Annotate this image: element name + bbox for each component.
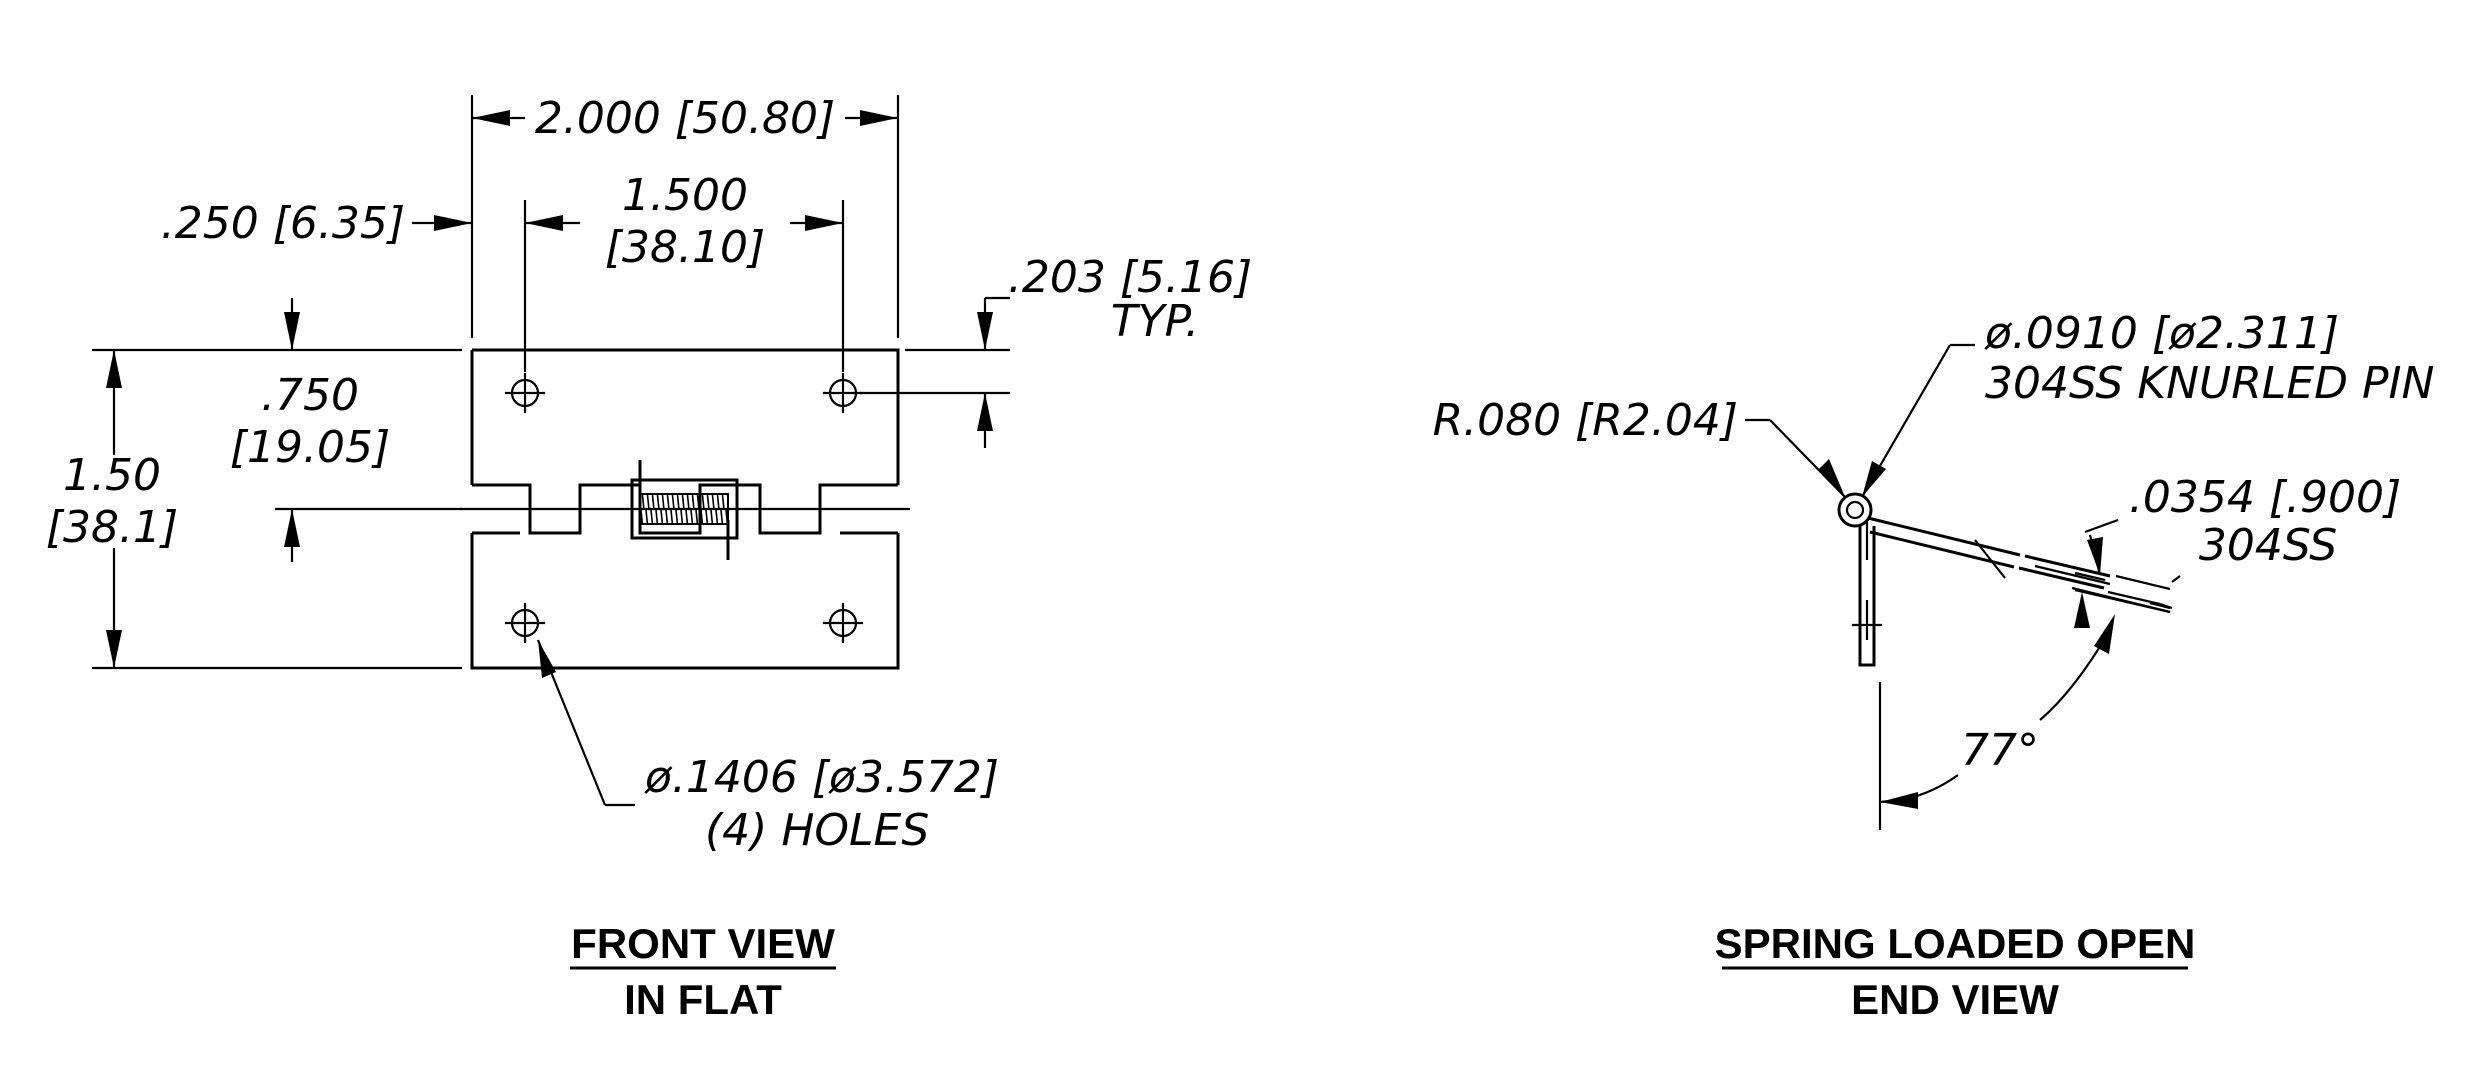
spring <box>630 460 739 560</box>
dimension-overall-width: 2.000 [50.80] <box>470 93 900 338</box>
dim-leaf-line2: [19.05] <box>230 422 390 473</box>
dim-hole-spacing-line1: 1.500 <box>622 170 748 221</box>
mounting-holes <box>505 373 863 643</box>
dimension-angle: 77° <box>1879 614 2115 809</box>
angled-leaf <box>1867 516 2181 610</box>
hole-bottom-right <box>823 603 863 643</box>
pin-label-line2: 304SS KNURLED PIN <box>1985 358 2434 409</box>
dim-edge-line1: .203 [5.16] <box>1008 252 1252 303</box>
end-view-title-line1: SPRING LOADED OPEN <box>1715 920 2196 967</box>
angle-reference-line <box>2074 588 2171 614</box>
front-view-title-line1: FRONT VIEW <box>571 920 835 967</box>
front-view-title-line2: IN FLAT <box>624 976 782 1023</box>
dim-edge-line2: TYP. <box>1111 296 1199 347</box>
end-view: .0354 [.900] 304SS 77° R.080 [R2.04] ø.0… <box>1433 308 2435 1023</box>
pin-label-line1: ø.0910 [ø2.311] <box>1984 308 2339 359</box>
vertical-leaf <box>1852 520 1882 830</box>
hole-bottom-left <box>505 603 545 643</box>
dimension-hole-spacing: 1.500 [38.10] <box>523 170 845 372</box>
knurled-pin <box>1837 492 1873 528</box>
dimension-thickness: .0354 [.900] 304SS <box>2071 472 2401 629</box>
hole-callout: ø.1406 [ø3.572] (4) HOLES <box>536 639 999 856</box>
end-view-title: SPRING LOADED OPEN END VIEW <box>1715 920 2196 1023</box>
dimension-hole-offset: .250 [6.35] <box>161 198 472 249</box>
dim-angle-text: 77° <box>1961 725 2039 776</box>
hole-top-right <box>823 373 863 413</box>
dimension-overall-height: 1.50 [38.1] <box>46 348 462 670</box>
dimension-leaf: .750 [19.05] <box>230 298 462 562</box>
hole-callout-line1: ø.1406 [ø3.572] <box>644 752 999 803</box>
dim-hole-offset-text: .250 [6.35] <box>161 198 405 249</box>
dim-leaf-line1: .750 <box>261 370 359 421</box>
dim-hole-spacing-line2: [38.10] <box>605 222 765 273</box>
front-view: 2.000 [50.80] .250 [6.35] 1.500 [38.10] <box>46 93 1252 1023</box>
dim-thickness-line1: .0354 [.900] <box>2129 472 2401 523</box>
end-view-title-line2: END VIEW <box>1851 976 2059 1023</box>
radius-label: R.080 [R2.04] <box>1433 395 1738 446</box>
dim-overall-width-text: 2.000 [50.80] <box>535 93 835 144</box>
pin-callout: ø.0910 [ø2.311] 304SS KNURLED PIN <box>1861 308 2434 498</box>
dim-thickness-line2: 304SS <box>2199 520 2337 571</box>
radius-callout: R.080 [R2.04] <box>1433 395 1846 498</box>
front-view-title: FRONT VIEW IN FLAT <box>570 920 836 1023</box>
dim-height-line2: [38.1] <box>46 502 178 553</box>
hole-callout-line2: (4) HOLES <box>705 805 929 856</box>
dim-height-line1: 1.50 <box>63 450 161 501</box>
hole-top-left <box>505 373 545 413</box>
dimension-edge-distance: .203 [5.16] TYP. <box>860 252 1252 448</box>
